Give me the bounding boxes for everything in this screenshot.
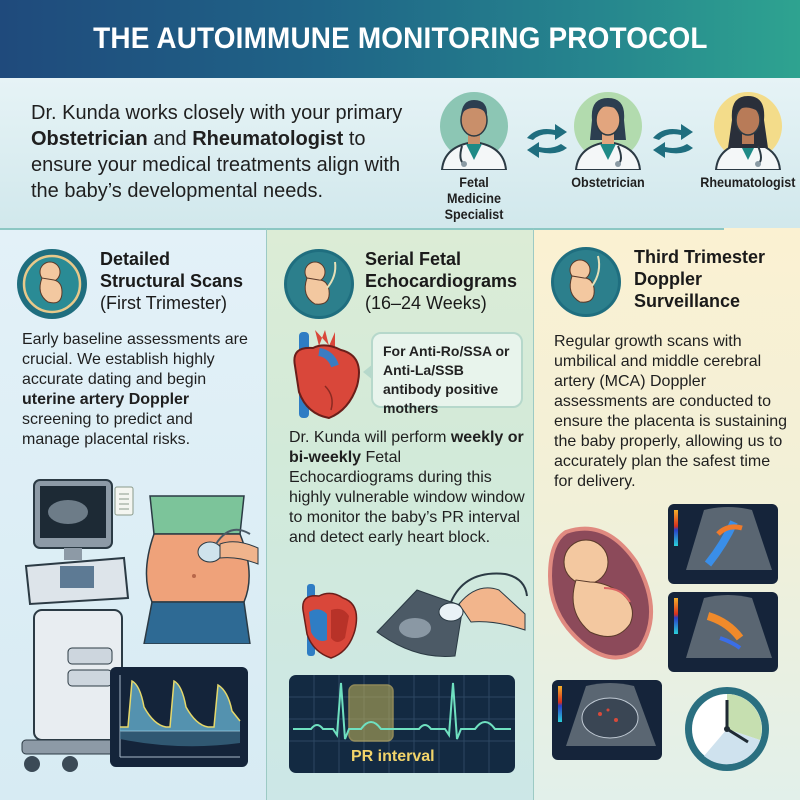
brain-doppler-scan [552,680,662,760]
female-doctor-icon [574,92,642,170]
pregnant-abdomen-icon [143,495,259,644]
male-doctor-icon [440,92,508,170]
intro-text: Dr. Kunda works closely with your primar… [31,102,403,202]
ecg-pr-interval-display [289,675,515,773]
column-structural-scans: Detailed Structural Scans (First Trimest… [0,228,266,800]
rheumatologist-emphasis: Rheumatologist [192,128,344,150]
fetus-icon [551,247,621,317]
fetus-icon [17,249,87,319]
checklist-icon [114,486,134,516]
mca-doppler-scan [668,592,778,672]
female-doctor-icon [713,92,782,170]
ultrasound-machine-icon [21,479,133,772]
header-banner: THE AUTOIMMUNE MONITORING PROTOCOL [0,0,800,78]
fetus-icon [284,249,354,319]
team-member-label: Obstetrician [571,174,645,190]
team-member-rheumatologist: Rheumatologist [695,90,800,190]
column-description: Dr. Kunda will perform weekly or bi-week… [289,429,525,546]
clock-icon [685,687,769,771]
fetus-in-womb-icon [547,526,653,660]
intro-section: Dr. Kunda works closely with your primar… [0,78,800,228]
doppler-waveform-display [110,667,248,767]
antibody-callout: For Anti-Ro/SSA or Anti-La/SSB antibody … [363,332,523,416]
column-title: Detailed Structural Scans (First Trimest… [100,249,244,313]
heart-anatomy-icon [293,330,360,420]
umbilical-doppler-scan [668,504,778,584]
pr-interval-label: PR interval [351,748,435,765]
obstetrician-emphasis: Obstetrician [31,128,148,150]
team-member-label: Rheumatologist [700,174,796,190]
exchange-arrows-icon [527,124,567,158]
heart-cross-section-icon [302,584,358,659]
page-title: THE AUTOIMMUNE MONITORING PROTOCOL [92,22,708,55]
team-member-obstetrician: Obstetrician [563,90,653,190]
column-doppler-surveillance: Third Trimester Doppler Surveillance Reg… [534,228,800,800]
column-title: Third Trimester Doppler Surveillance [634,247,766,311]
column-description: Early baseline assessments are crucial. … [22,331,248,448]
fetal-echo-scan-image [376,572,528,657]
column-description: Regular growth scans with umbilical and … [554,333,788,490]
column-title: Serial Fetal Echocardiograms (16–24 Week… [365,249,518,313]
column-echocardiograms: Serial Fetal Echocardiograms (16–24 Week… [266,228,534,800]
exchange-arrows-icon [653,124,693,158]
